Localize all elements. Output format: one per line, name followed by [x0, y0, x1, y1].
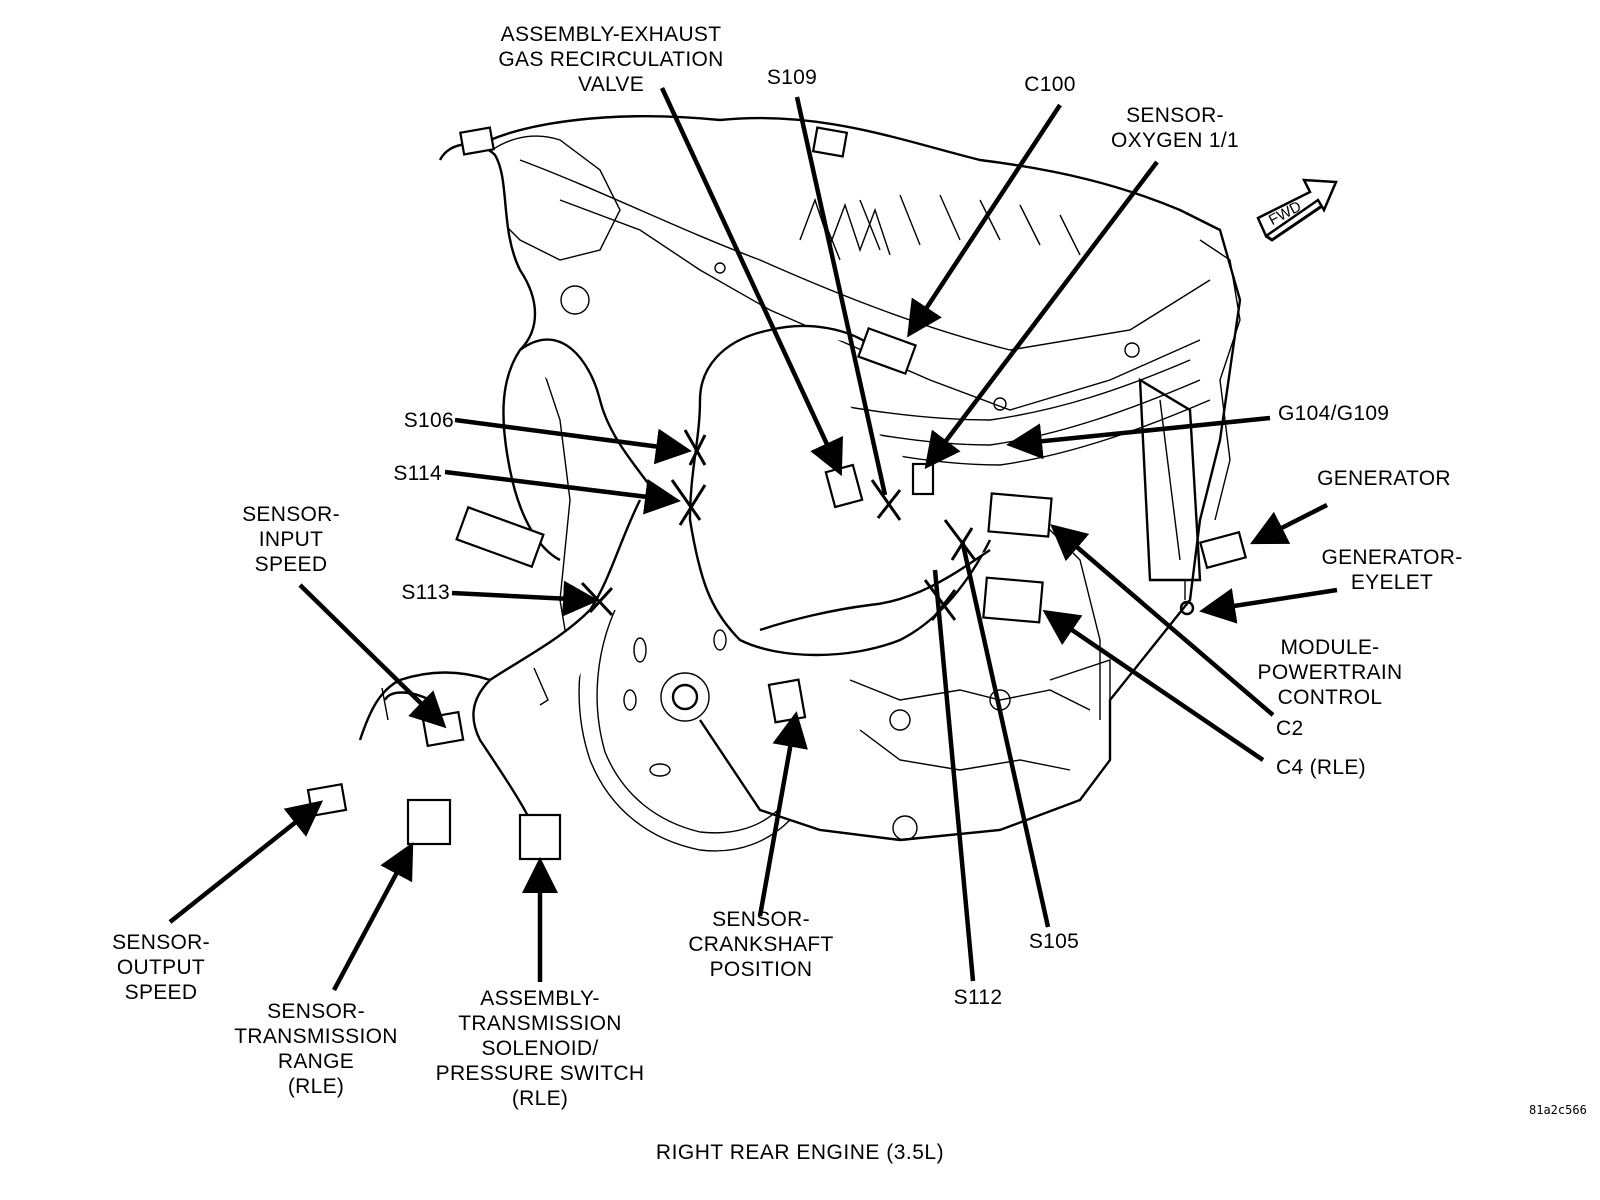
leader-generator: [1249, 502, 1329, 545]
leader-crankshaft-sensor: [757, 711, 808, 917]
leader-input-speed-sensor: [298, 583, 447, 729]
leader-s109: [794, 96, 888, 496]
callout-s114: S114: [393, 462, 442, 485]
leader-s114: [444, 469, 681, 515]
callout-s109: S109: [766, 66, 818, 89]
callout-s113: S113: [401, 581, 450, 604]
connectors: [306, 126, 1053, 861]
leader-s106: [454, 417, 692, 465]
leader-s105: [959, 539, 1051, 928]
fwd-arrow-icon: [1256, 178, 1338, 242]
leader-c4: [1042, 609, 1265, 762]
callout-s106: S106: [403, 409, 454, 432]
leader-c100: [907, 103, 1062, 338]
callout-input-speed-sensor: SENSOR- INPUT SPEED: [242, 503, 340, 576]
callout-oxygen-sensor: SENSOR- OXYGEN 1/1: [1111, 104, 1239, 152]
leader-c2: [1050, 524, 1275, 717]
leader-egr-valve: [659, 87, 843, 477]
callout-c2: C2: [1276, 717, 1304, 740]
callout-s105: S105: [1028, 930, 1080, 953]
callout-s112: S112: [953, 986, 1003, 1009]
callout-crankshaft-sensor: SENSOR- CRANKSHAFT POSITION: [688, 908, 834, 981]
callout-generator: GENERATOR: [1317, 467, 1451, 490]
callout-generator-eyelet: GENERATOR- EYELET: [1321, 546, 1463, 594]
callout-output-speed-sensor: SENSOR- OUTPUT SPEED: [112, 931, 210, 1004]
callout-c4: C4 (RLE): [1276, 756, 1366, 779]
leader-trans-range-sensor: [332, 842, 414, 992]
leader-g104-g109: [1006, 415, 1271, 460]
leader-lines: [168, 87, 1338, 992]
leader-output-speed-sensor: [168, 800, 324, 924]
figure-code: 81a2c566: [1529, 1103, 1587, 1117]
leader-s112: [932, 569, 976, 982]
flexplate: [578, 599, 791, 852]
figure-caption: RIGHT REAR ENGINE (3.5L): [655, 1141, 945, 1164]
callout-c100: C100: [1024, 73, 1076, 96]
callout-trans-range-sensor: SENSOR- TRANSMISSION RANGE (RLE): [234, 1000, 398, 1098]
leader-oxygen-sensor: [924, 160, 1159, 470]
callout-g104-g109: G104/G109: [1278, 402, 1390, 425]
splice-marks: [580, 429, 977, 621]
leader-s113: [451, 580, 599, 617]
callout-pcm: MODULE- POWERTRAIN CONTROL: [1257, 636, 1403, 709]
callout-egr-valve: ASSEMBLY-EXHAUST GAS RECIRCULATION VALVE: [498, 23, 724, 96]
leader-generator-eyelet: [1199, 587, 1338, 624]
callout-trans-solenoid: ASSEMBLY- TRANSMISSION SOLENOID/ PRESSUR…: [435, 987, 645, 1110]
